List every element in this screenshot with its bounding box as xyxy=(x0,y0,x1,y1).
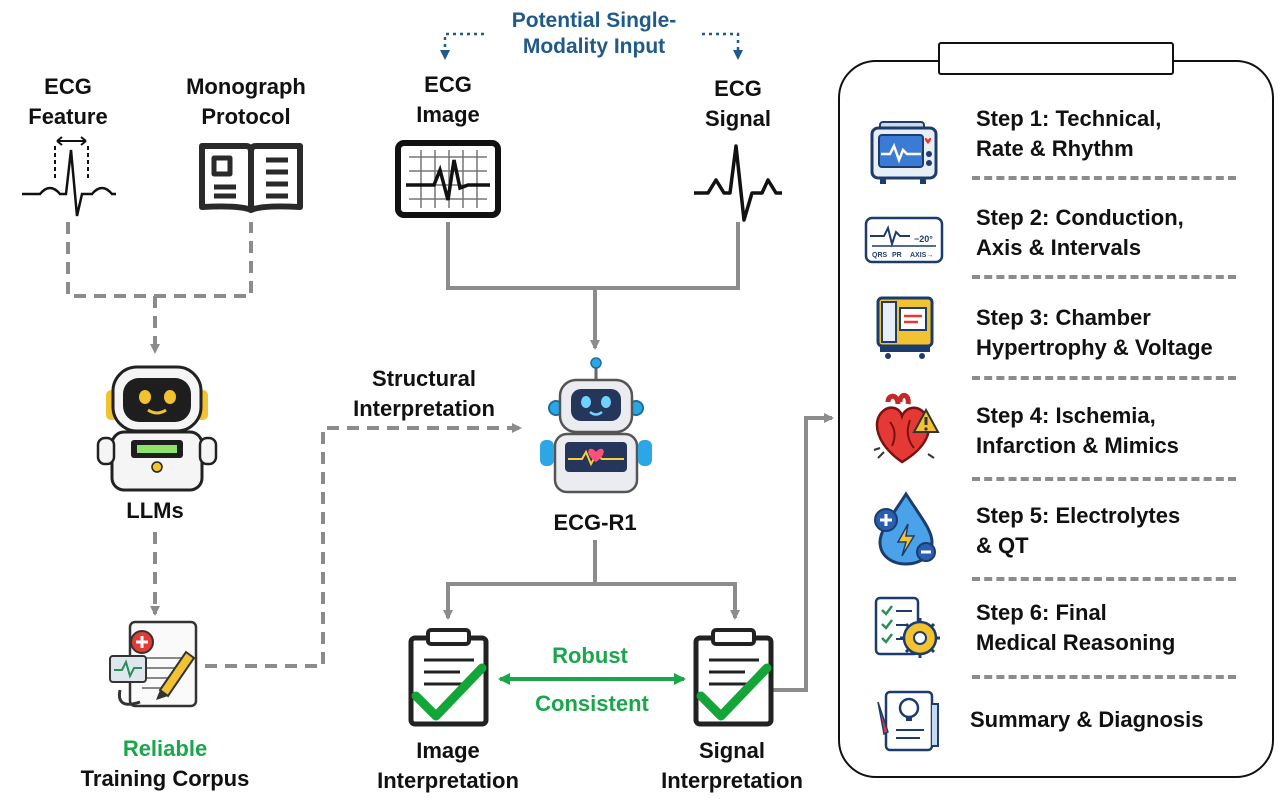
model-split-line xyxy=(443,540,597,620)
step-separator xyxy=(972,675,1236,679)
monograph-line2: Protocol xyxy=(201,104,291,129)
pr-text: PR xyxy=(892,252,902,259)
step-3-line2: Hypertrophy & Voltage xyxy=(976,335,1213,360)
monograph-line1: Monograph xyxy=(186,74,306,99)
model-label: ECG-R1 xyxy=(553,510,637,535)
signal-interp-line2: Interpretation xyxy=(661,768,803,793)
qrs-text: QRS xyxy=(872,252,888,259)
step-1-label: Step 1: Technical, Rate & Rhythm xyxy=(976,104,1161,164)
image-interpretation-label: Image Interpretation xyxy=(358,736,538,796)
ecg-monitor-icon xyxy=(395,140,501,218)
llm-robot-icon xyxy=(96,365,218,492)
step-5-line2: & QT xyxy=(976,533,1029,558)
signal-to-steps-arrow xyxy=(772,413,834,692)
consistent-label: Consistent xyxy=(535,691,649,716)
potential-input-line2: Modality Input xyxy=(522,35,666,58)
chamber-icon xyxy=(876,296,934,359)
step-4-line1: Step 4: Ischemia, xyxy=(976,403,1156,428)
ecg-signal-line1: ECG xyxy=(714,76,762,101)
step-separator xyxy=(972,577,1236,581)
ecg-feature-line2: Feature xyxy=(28,104,108,129)
image-interp-line1: Image xyxy=(416,738,480,763)
step-5-line1: Step 5: Electrolytes xyxy=(976,503,1181,528)
step-5-label: Step 5: Electrolytes & QT xyxy=(976,501,1180,561)
ecg-r1-robot-icon xyxy=(540,357,652,494)
model-to-signal-arrow xyxy=(595,582,740,620)
step-6-line2: Medical Reasoning xyxy=(976,630,1176,655)
feature-to-merge-line xyxy=(66,222,253,298)
ecg-feature-label: ECG Feature xyxy=(8,72,128,132)
step-1-line1: Step 1: Technical, xyxy=(976,106,1162,131)
ecg-strip-icon: −20° QRS PR AXIS→ xyxy=(864,216,944,264)
axis-text: AXIS→ xyxy=(910,252,933,259)
training-corpus-label: Reliable Training Corpus xyxy=(60,734,270,794)
signal-clipboard-icon xyxy=(693,628,774,727)
checklist-gear-icon xyxy=(874,596,940,658)
monitor-icon xyxy=(870,121,938,184)
step-3-line1: Step 3: Chamber xyxy=(976,305,1151,330)
ecg-feature-line1: ECG xyxy=(44,74,92,99)
signal-interpretation-label: Signal Interpretation xyxy=(642,736,822,796)
corpus-to-model-arrow xyxy=(205,423,522,668)
structural-line2: Interpretation xyxy=(353,396,495,421)
image-interp-line2: Interpretation xyxy=(377,768,519,793)
image-to-model-line xyxy=(446,222,740,290)
ecg-signal-label: ECG Signal xyxy=(678,74,798,134)
steps-panel-tab xyxy=(938,42,1174,75)
step-6-line1: Step 6: Final xyxy=(976,600,1107,625)
axis-degree-text: −20° xyxy=(914,234,933,244)
heart-warning-icon xyxy=(873,393,940,464)
book-icon xyxy=(199,143,303,213)
step-2-line1: Step 2: Conduction, xyxy=(976,205,1184,230)
ecg-signal-icon xyxy=(694,144,782,222)
step-separator xyxy=(972,477,1236,481)
step-2-line2: Axis & Intervals xyxy=(976,235,1142,260)
summary-label: Summary & Diagnosis xyxy=(970,707,1204,732)
ecg-feature-icon xyxy=(22,136,116,217)
llms-label: LLMs xyxy=(126,498,184,523)
ecg-image-label: ECG Image xyxy=(388,70,508,130)
report-icon xyxy=(877,690,939,752)
monograph-protocol-label: Monograph Protocol xyxy=(166,72,326,132)
signal-interp-line1: Signal xyxy=(698,738,765,763)
ecg-image-line1: ECG xyxy=(424,72,472,97)
training-corpus-icon xyxy=(109,620,198,708)
step-3-label: Step 3: Chamber Hypertrophy & Voltage xyxy=(976,303,1213,363)
structural-line1: Structural xyxy=(372,366,476,391)
step-6-label: Step 6: Final Medical Reasoning xyxy=(976,598,1175,658)
image-clipboard-icon xyxy=(408,628,489,727)
step-4-line2: Infarction & Mimics xyxy=(976,433,1179,458)
corpus-line2: Training Corpus xyxy=(80,766,250,791)
step-2-label: Step 2: Conduction, Axis & Intervals xyxy=(976,203,1184,263)
robust-label: Robust xyxy=(552,643,628,668)
potential-input-line1: Potential Single- xyxy=(511,9,677,32)
step-separator xyxy=(972,275,1236,279)
step-4-label: Step 4: Ischemia, Infarction & Mimics xyxy=(976,401,1179,461)
step-1-line2: Rate & Rhythm xyxy=(976,136,1134,161)
ecg-image-line2: Image xyxy=(416,102,480,127)
electrolyte-drop-icon xyxy=(874,491,936,566)
potential-input-note: Potential Single- Modality Input xyxy=(488,8,700,60)
potential-input-arrows xyxy=(440,32,743,60)
structural-interpretation-label: Structural Interpretation xyxy=(334,364,514,424)
corpus-line1: Reliable xyxy=(122,736,208,761)
step-separator xyxy=(972,376,1236,380)
ecg-signal-line2: Signal xyxy=(704,106,771,131)
step-separator xyxy=(972,176,1236,180)
